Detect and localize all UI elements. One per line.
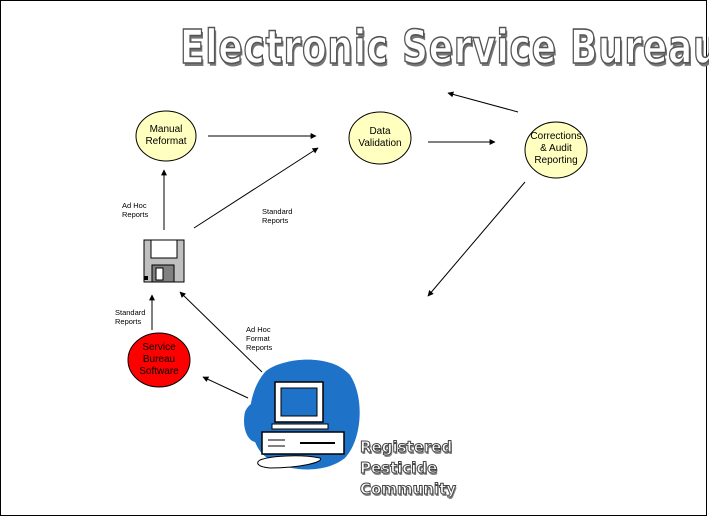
- service-bureau-node: [127, 332, 191, 388]
- corrections-node: [524, 121, 588, 179]
- arrow-corrections-to-title: [447, 91, 519, 113]
- arrow-community-to-service: [202, 376, 249, 399]
- floppy-disk-icon: [143, 239, 185, 283]
- arrow-corrections-to-community: [427, 181, 526, 297]
- arrow-community-to-disk: [179, 291, 263, 373]
- arrow-disk-to-validation: [193, 147, 319, 229]
- manual-reformat-node: [135, 110, 197, 162]
- data-validation-node: [348, 111, 412, 165]
- computer-icon: [244, 359, 360, 470]
